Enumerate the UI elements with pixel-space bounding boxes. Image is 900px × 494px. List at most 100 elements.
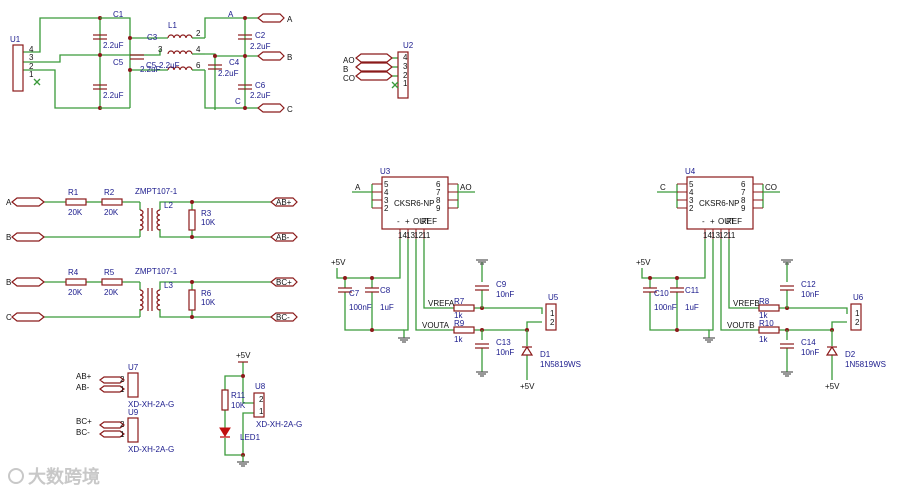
diode xyxy=(825,345,839,356)
net-in: C xyxy=(660,183,666,192)
transformer-winding xyxy=(156,219,161,226)
transformer-ref: L2 xyxy=(164,201,173,210)
inductor-l1 xyxy=(185,50,193,55)
sensor-ref: U4 xyxy=(685,167,696,176)
resistor-ref: R2 xyxy=(104,188,115,197)
pin-name: OUT xyxy=(718,217,735,226)
cap-ref: C12 xyxy=(801,280,816,289)
net-flag xyxy=(99,376,125,384)
resistor-value: 20K xyxy=(104,288,119,297)
diode-part: 1N5819WS xyxy=(540,360,581,369)
no-connect xyxy=(33,78,41,86)
net-out: BC+ xyxy=(276,278,292,287)
transformer-winding xyxy=(139,294,144,301)
pin-number: 14 xyxy=(398,231,407,240)
cap-ref: C10 xyxy=(654,289,669,298)
transformer-winding xyxy=(139,289,144,296)
connector-u9 xyxy=(127,417,139,443)
transformer-winding xyxy=(139,224,144,231)
net-b-out: B xyxy=(287,53,292,62)
c5b-value: 2.2uF xyxy=(159,61,180,70)
pin-number: 1 xyxy=(855,309,860,318)
inductor-l1 xyxy=(185,34,193,39)
inductor-l1 xyxy=(179,34,187,39)
pin-number: 9 xyxy=(436,204,441,213)
cap-ref: C11 xyxy=(685,286,700,295)
wire xyxy=(159,201,271,210)
net-out: AB- xyxy=(276,233,290,242)
resistor-ref: R1 xyxy=(68,188,79,197)
pin-number: 2 xyxy=(29,62,34,71)
resistor-value: 10K xyxy=(201,298,216,307)
current-sensor-ic xyxy=(686,176,754,230)
res-ref: R9 xyxy=(454,319,465,328)
pin-number: 1 xyxy=(550,309,555,318)
net-label: AB- xyxy=(76,383,90,392)
cap-value: 10nF xyxy=(496,290,514,299)
pin-number: 5 xyxy=(384,180,389,189)
pin-number: 3 xyxy=(29,53,34,62)
connector xyxy=(850,303,862,331)
pin-number: 2 xyxy=(120,375,125,384)
junction-dot xyxy=(243,54,247,58)
connector-part: XD-XH-2A-G xyxy=(128,400,174,409)
sensor-ref: U3 xyxy=(380,167,391,176)
res-ref: R7 xyxy=(454,297,465,306)
wire xyxy=(204,17,245,38)
pin-name: - xyxy=(702,217,705,226)
res-value: 1k xyxy=(454,311,463,320)
wire xyxy=(242,376,254,404)
transformer-winding xyxy=(139,214,144,221)
res-value: 1k xyxy=(759,311,768,320)
wire xyxy=(224,362,244,390)
resistor-ref: R6 xyxy=(201,289,212,298)
net-label: BC- xyxy=(76,428,90,437)
wire xyxy=(779,307,848,314)
pin-number: 1 xyxy=(403,79,408,88)
power-label: +5V xyxy=(825,382,840,391)
pin-number: 4 xyxy=(384,188,389,197)
net-out: CO xyxy=(765,183,777,192)
diode-part: 1N5819WS xyxy=(845,360,886,369)
net-c: C xyxy=(235,97,241,106)
junction-dot xyxy=(190,315,194,319)
rect xyxy=(101,198,123,206)
net-flag xyxy=(11,197,45,207)
cap-ref: C13 xyxy=(496,338,511,347)
wire xyxy=(159,309,271,318)
net-flag-b xyxy=(257,51,285,61)
net-a-out: A xyxy=(287,15,293,24)
net-flag-a xyxy=(257,13,285,23)
cap-ref: C14 xyxy=(801,338,816,347)
junction-dot xyxy=(343,276,347,280)
transformer-part: ZMPT107-1 xyxy=(135,267,178,276)
sensor-part: CKSR6-NP xyxy=(699,199,739,208)
l1-ref: L1 xyxy=(168,21,177,30)
resistor-ref: R5 xyxy=(104,268,115,277)
inductor-l1 xyxy=(185,66,193,71)
polygon xyxy=(270,277,298,287)
cap-ref: C9 xyxy=(496,280,507,289)
connector-ref: U9 xyxy=(128,408,139,417)
net-label: C xyxy=(6,313,12,322)
rect xyxy=(65,278,87,286)
net-out: AB+ xyxy=(276,198,292,207)
cap-value: 100nF xyxy=(654,303,677,312)
vref-label: VREFA xyxy=(428,299,455,308)
wire xyxy=(641,239,706,279)
net-label: B xyxy=(6,278,11,287)
pin-number: 4 xyxy=(689,188,694,197)
net-ao: AO xyxy=(343,56,355,65)
pin-number: 12 xyxy=(719,231,728,240)
rect xyxy=(758,326,780,334)
pin-name: - xyxy=(397,217,400,226)
net-out: BC- xyxy=(276,313,290,322)
junction-dot xyxy=(243,16,247,20)
wire xyxy=(423,239,454,309)
vout-label: VOUTB xyxy=(727,321,755,330)
resistor-value: 20K xyxy=(68,288,83,297)
c3-value: 2.2uF xyxy=(140,65,161,74)
watermark-text: 大数跨境 xyxy=(28,466,100,487)
net-flag xyxy=(99,430,125,438)
